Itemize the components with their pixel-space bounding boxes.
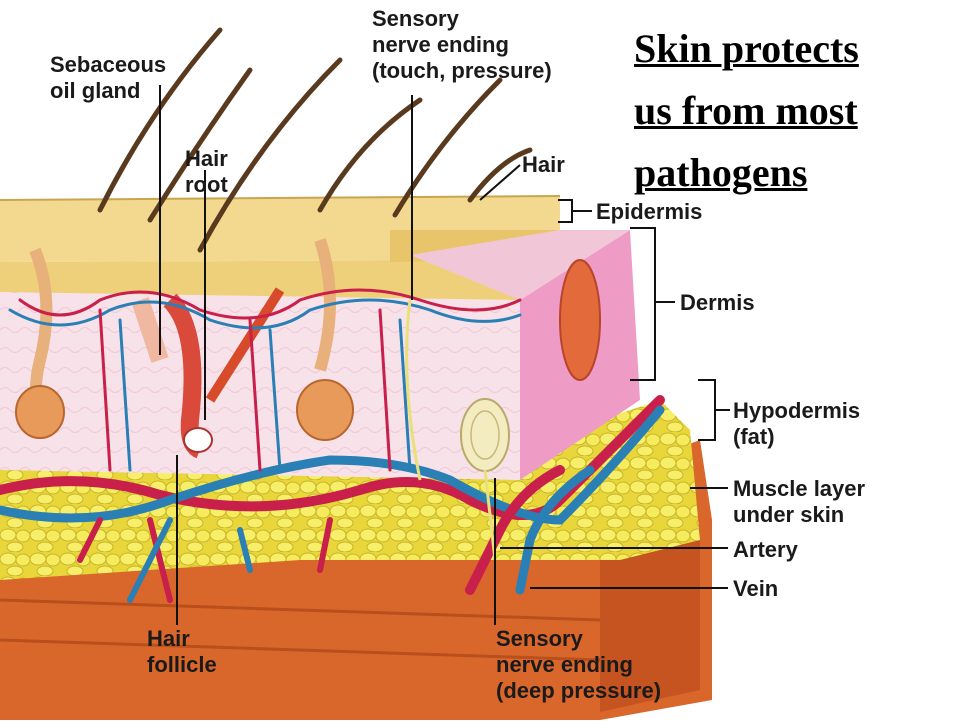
label-line: nerve ending [496,652,633,677]
title-line: Skin protects [634,26,859,71]
label-line: under skin [733,502,845,527]
label-line: root [185,172,228,197]
epidermis-bracket [558,199,592,223]
epidermis-layer [0,195,630,300]
label-line: nerve ending [372,32,509,57]
hair-follicles [15,238,601,459]
label-hair: Hair [522,152,565,177]
label-hair-follicle: Hair follicle [147,626,217,678]
dermis-layer [0,230,640,480]
label-line: (deep pressure) [496,678,662,703]
label-sensory-touch: Sensory nerve ending (touch, pressure) [372,6,552,84]
label-line: Hair [185,146,228,171]
muscle-layer [0,440,712,720]
label-sebaceous-gland: Sebaceous oil gland [50,52,166,104]
label-line: Sensory [372,6,459,31]
label-hypodermis: Hypodermis (fat) [733,398,860,450]
label-line: Hypodermis [733,398,861,423]
nerves [405,299,497,561]
hair-leader [479,164,521,201]
deep-pressure-receptor [460,398,510,472]
label-line: (fat) [733,424,775,449]
dermis-bracket [630,227,675,381]
label-muscle-layer: Muscle layer under skin [733,476,865,528]
title-line: pathogens [634,150,808,195]
label-dermis: Dermis [680,290,755,315]
hypodermis-bracket [698,379,730,441]
blood-vessels [0,288,665,603]
label-line: (touch, pressure) [372,58,552,83]
label-artery: Artery [733,537,798,562]
label-line: Sebaceous [50,52,167,77]
label-line: Sensory [496,626,583,651]
hairs [97,27,533,253]
label-line: Hair [147,626,190,651]
label-line: follicle [147,652,217,677]
leader-lines [159,85,730,625]
slide-title: Skin protects us from most pathogens [634,18,859,204]
label-sensory-deep: Sensory nerve ending (deep pressure) [496,626,661,704]
label-vein: Vein [733,576,779,601]
label-epidermis: Epidermis [596,199,703,224]
label-hair-root: Hair root [185,146,228,198]
label-line: Muscle layer [733,476,866,501]
title-line: us from most [634,88,858,133]
label-line: oil gland [50,78,141,103]
